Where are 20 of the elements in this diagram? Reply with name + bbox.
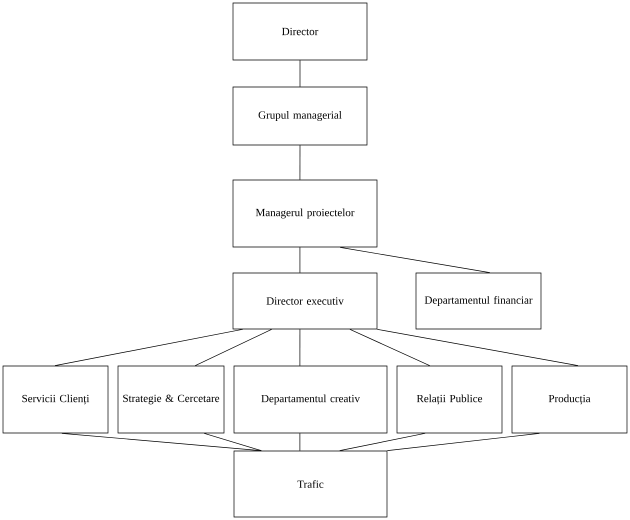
org-box: Managerul proiectelor bbox=[232, 180, 378, 248]
connector-line bbox=[54, 329, 244, 366]
connector-line bbox=[62, 432, 262, 451]
org-box: Grupul managerial bbox=[232, 86, 368, 146]
connector-line bbox=[387, 432, 540, 451]
org-box: Strategie & Cercetare bbox=[118, 366, 224, 434]
org-box: Trafic bbox=[234, 450, 388, 518]
connector-line bbox=[377, 329, 578, 366]
connector-line bbox=[350, 329, 430, 366]
org-box: Relații Publice bbox=[396, 366, 502, 434]
connector-line bbox=[204, 432, 262, 451]
connector-line bbox=[339, 432, 426, 451]
org-box: Director bbox=[232, 2, 368, 60]
org-box: Departamentul financiar bbox=[416, 272, 542, 330]
org-box: Departamentul creativ bbox=[234, 366, 388, 434]
connector-line bbox=[194, 329, 272, 366]
org-box: Servicii Clienți bbox=[2, 366, 108, 434]
connector-line bbox=[340, 247, 490, 273]
org-box: Producția bbox=[512, 366, 628, 434]
org-box: Director executiv bbox=[232, 272, 378, 330]
